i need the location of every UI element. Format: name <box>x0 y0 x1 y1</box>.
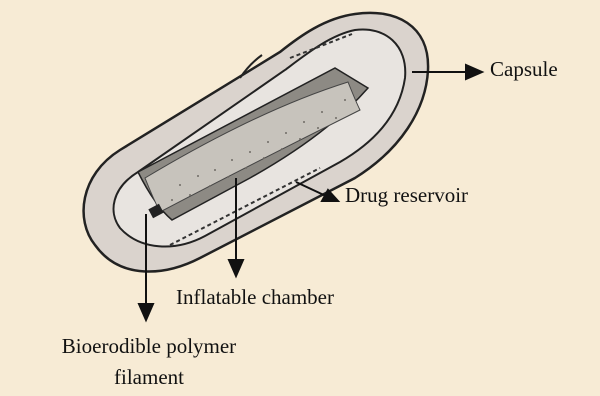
drug-reservoir-label: Drug reservoir <box>345 185 468 206</box>
bioerodible-filament-label: Bioerodible polymer filament <box>44 331 254 393</box>
bioerodible-filament-label-line1: Bioerodible polymer <box>44 331 254 362</box>
bioerodible-filament-label-line2: filament <box>44 362 254 393</box>
inflatable-chamber-label: Inflatable chamber <box>176 287 334 308</box>
capsule-label: Capsule <box>490 59 558 80</box>
